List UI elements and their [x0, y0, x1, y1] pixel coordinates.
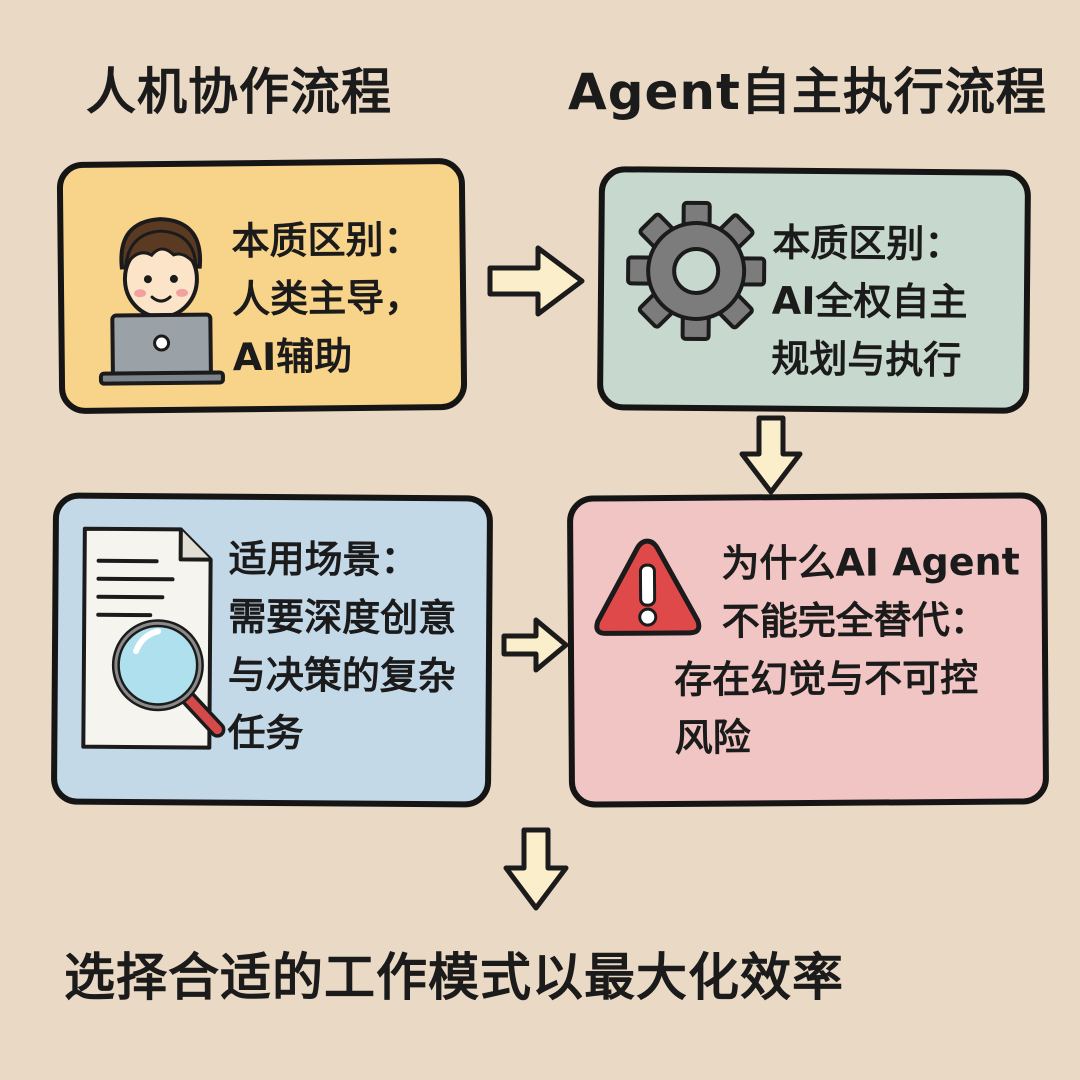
gear-icon: [626, 200, 767, 342]
card-use-case-line3: 任务: [227, 710, 304, 756]
card-risk-heading: 为什么AI Agent: [721, 539, 1020, 586]
card-human-text: 本质区别： 人类主导， AI辅助: [231, 210, 423, 386]
card-agent-heading: 本质区别：: [772, 220, 963, 267]
card-use-case-line1: 需要深度创意: [228, 594, 457, 641]
card-human-collab: 本质区别： 人类主导， AI辅助: [56, 157, 468, 415]
card-human-line2: AI辅助: [232, 334, 353, 380]
title-human-collab: 人机协作流程: [86, 63, 392, 121]
arrow-down-icon: [739, 415, 803, 495]
card-risk: 为什么AI Agent 不能完全替代： 存在幻觉与不可控 风险: [566, 492, 1050, 808]
card-human-heading: 本质区别：: [231, 217, 422, 264]
card-risk-line2: 存在幻觉与不可控: [674, 655, 979, 702]
card-use-case-heading: 适用场景：: [228, 536, 419, 583]
card-human-line1: 人类主导，: [231, 275, 423, 322]
arrow-down-icon: [503, 827, 569, 911]
card-use-case: 适用场景： 需要深度创意 与决策的复杂 任务: [50, 492, 494, 808]
card-agent-text: 本质区别： AI全权自主 规划与执行: [771, 214, 968, 390]
card-risk-line1: 不能完全替代：: [721, 597, 988, 644]
person-laptop-icon: [98, 217, 225, 386]
warning-icon: [594, 538, 702, 636]
conclusion-text: 选择合适的工作模式以最大化效率: [64, 949, 845, 1008]
card-risk-line3: 风险: [674, 715, 751, 760]
card-agent-line2: 规划与执行: [771, 336, 962, 383]
document-magnifier-icon: [81, 526, 226, 750]
arrow-right-icon: [501, 617, 569, 673]
card-agent-auto: 本质区别： AI全权自主 规划与执行: [596, 166, 1032, 414]
card-risk-text: 为什么AI Agent 不能完全替代： 存在幻觉与不可控 风险: [674, 533, 1021, 767]
card-agent-line1: AI全权自主: [771, 278, 968, 325]
arrow-right-icon: [487, 245, 585, 317]
card-use-case-line2: 与决策的复杂: [227, 652, 456, 699]
card-use-case-text: 适用场景： 需要深度创意 与决策的复杂 任务: [227, 530, 457, 764]
title-agent-auto: Agent自主执行流程: [568, 63, 1047, 121]
